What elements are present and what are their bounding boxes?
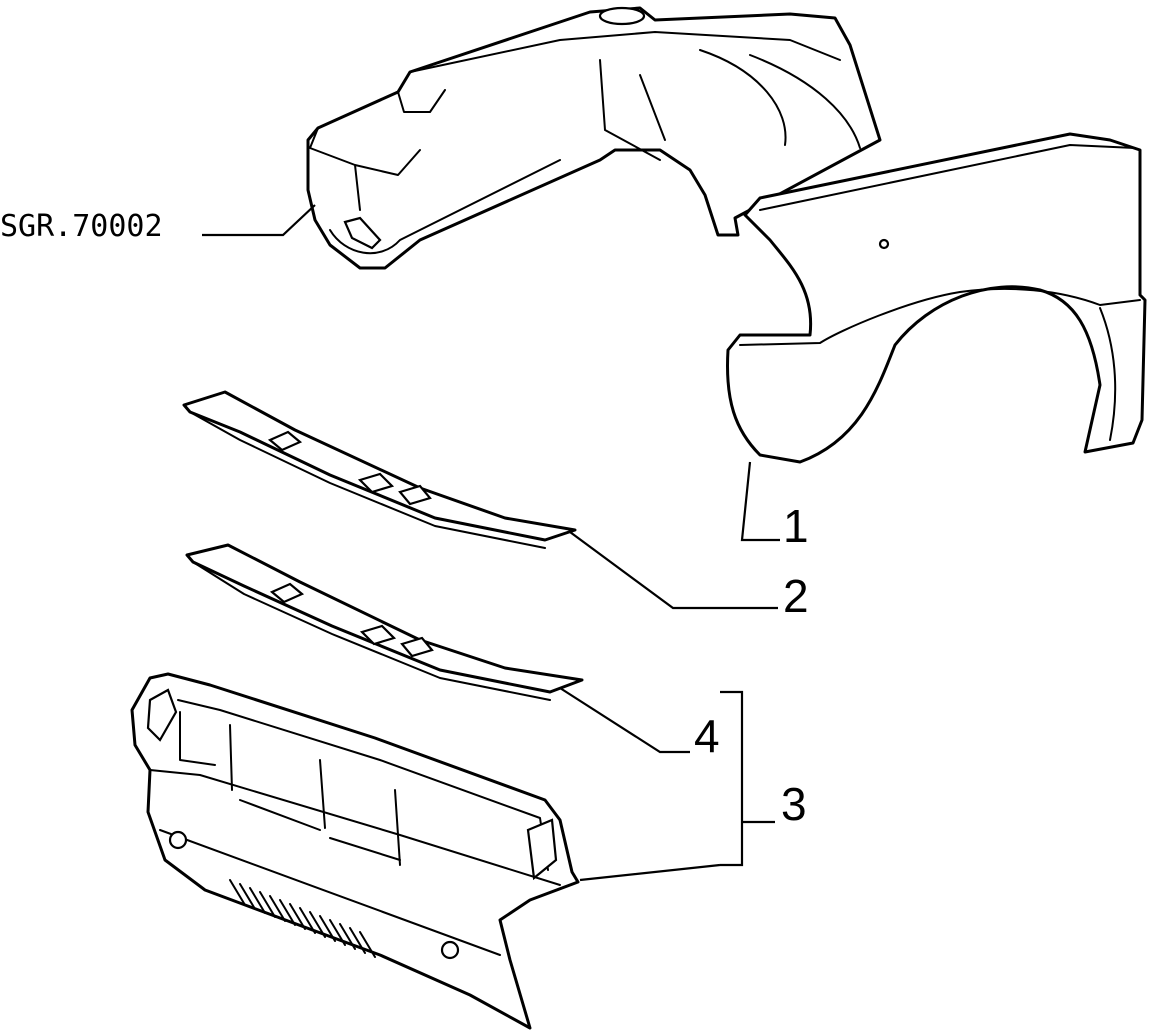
lower-crossmember-strip: [185, 543, 584, 701]
callout-1: 1: [783, 500, 809, 552]
leader-callout-2: [569, 531, 778, 610]
callout-4: 4: [694, 710, 720, 762]
reference-code-label: SGR.70002: [0, 209, 163, 244]
bracket-callout-3: [579, 690, 775, 882]
front-panel: [130, 672, 580, 1030]
front-fender: [726, 132, 1147, 464]
inner-wheelhouse-panel: [306, 6, 882, 270]
leader-callout-4: [559, 687, 690, 754]
callout-3: 3: [781, 778, 807, 830]
leader-callout-1: [740, 461, 780, 542]
callout-2: 2: [783, 570, 809, 622]
leader-reference-code: [202, 204, 316, 237]
upper-crossmember-strip: [182, 390, 577, 549]
